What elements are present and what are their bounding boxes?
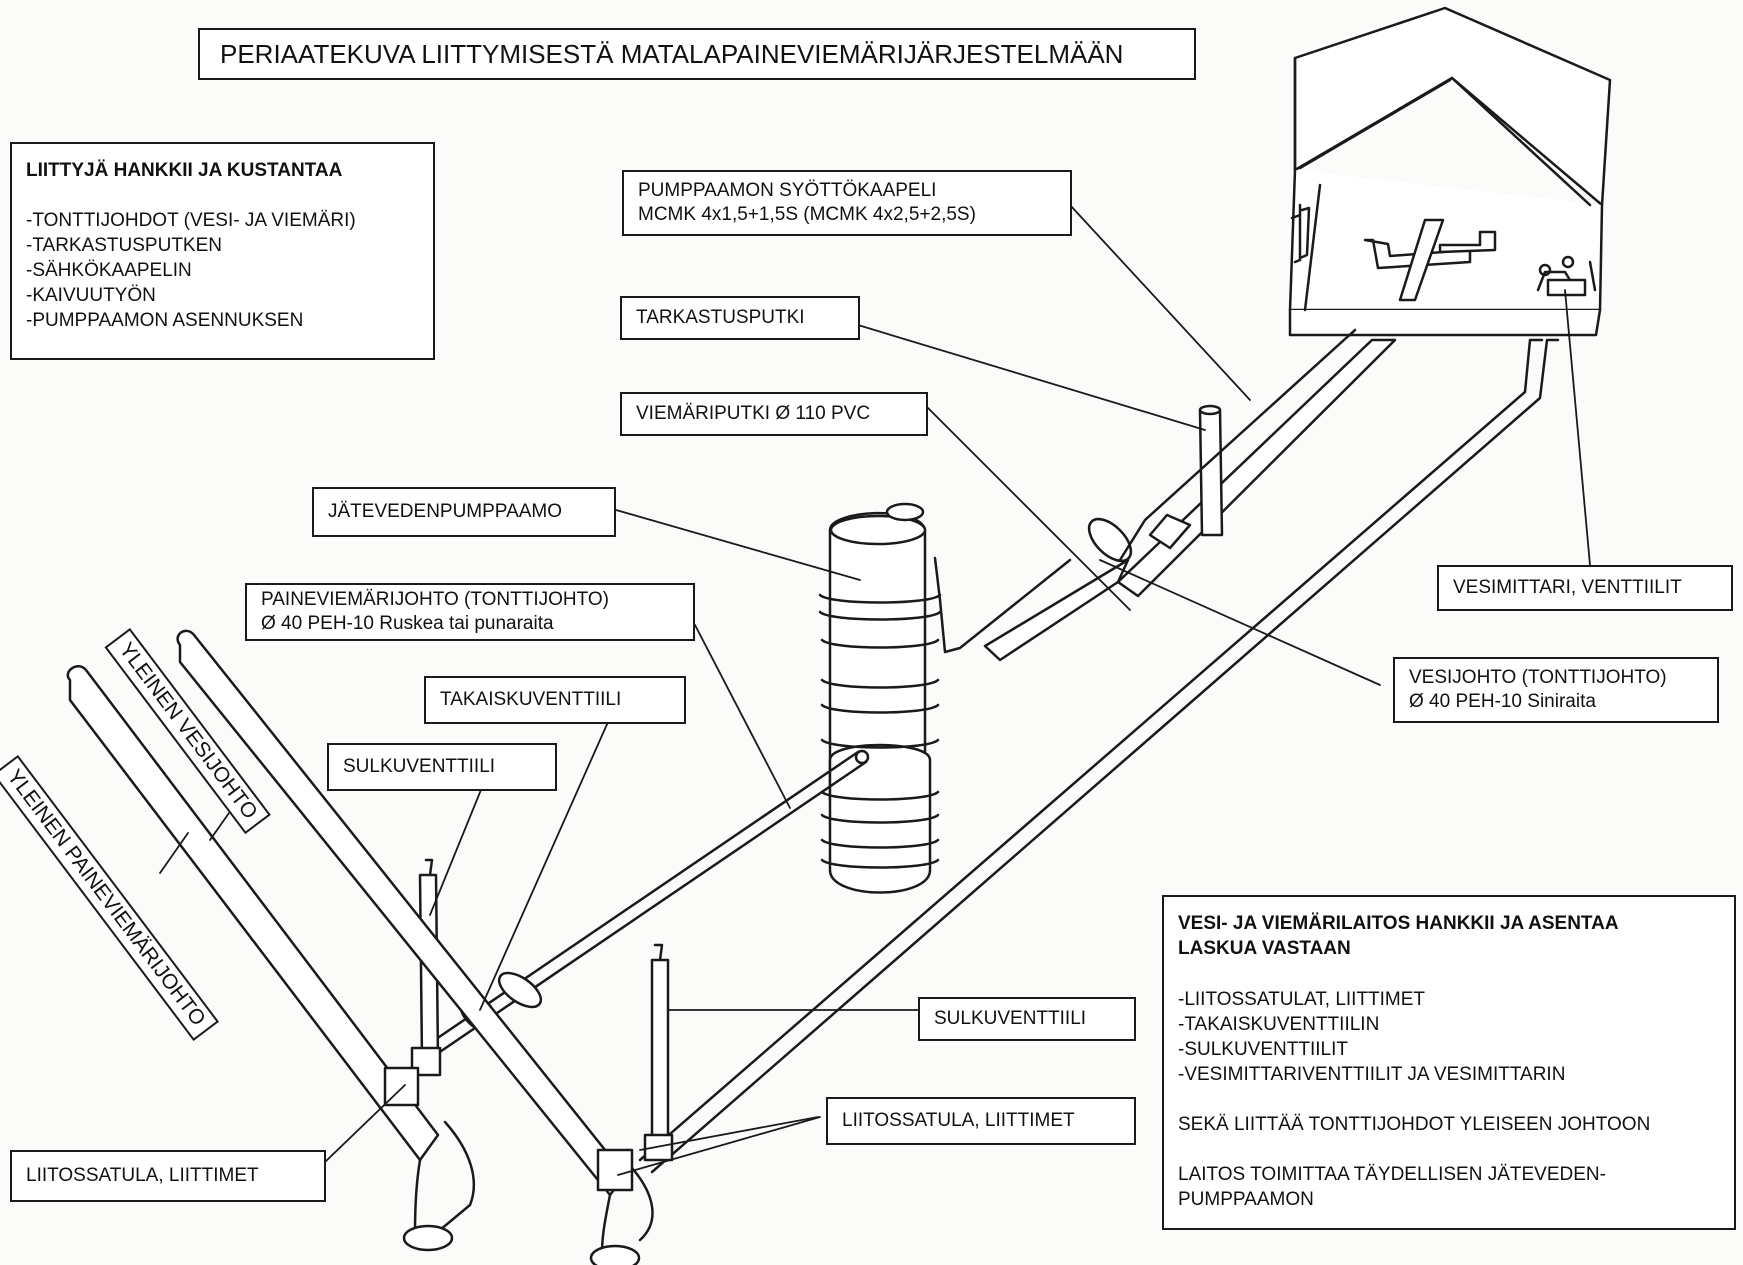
- customer-item: -SÄHKÖKAAPELIN: [26, 260, 192, 281]
- customer-item: -TARKASTUSPUTKEN: [26, 235, 223, 256]
- saddle-label-text: LIITOSSATULA, LIITTIMET: [842, 1110, 1075, 1131]
- feed-cable-label-line: PUMPPAAMON SYÖTTÖKAAPELI: [638, 180, 937, 201]
- label-check-valve: TAKAISKUVENTTIILI: [424, 676, 686, 724]
- utility-item: -SULKUVENTTIILIT: [1178, 1039, 1348, 1060]
- customer-box-heading: LIITTYJÄ HANKKII JA KUSTANTAA: [26, 160, 343, 181]
- label-pressure-service-line: PAINEVIEMÄRIJOHTO (TONTTIJOHTO) Ø 40 PEH…: [245, 583, 695, 641]
- utility-pump-note-line: LAITOS TOIMITTAA TÄYDELLISEN JÄTEVEDEN-: [1178, 1164, 1606, 1185]
- saddle-label-text: LIITOSSATULA, LIITTIMET: [26, 1165, 259, 1186]
- customer-item: -TONTTIJOHDOT (VESI- JA VIEMÄRI): [26, 210, 356, 231]
- public-water-main-drawing: [176, 629, 654, 1265]
- right-shutoff-valve-drawing: [643, 943, 674, 1162]
- utility-item: -LIITOSSATULAT, LIITTIMET: [1178, 989, 1426, 1010]
- feed-cable-drawing: [933, 328, 1357, 654]
- customer-item: -KAIVUUTYÖN: [26, 285, 156, 306]
- sewer-pipe-drawing: [983, 338, 1397, 662]
- pump-station-drawing: [818, 502, 942, 894]
- leader-lines: [159, 204, 1591, 1176]
- utility-box-heading: VESI- JA VIEMÄRILAITOS HANKKII JA ASENTA…: [1178, 911, 1720, 961]
- check-valve-label-text: TAKAISKUVENTTIILI: [440, 689, 622, 710]
- shutoff-valve-label-text: SULKUVENTTIILI: [934, 1008, 1087, 1029]
- label-pump-station: JÄTEVEDENPUMPPAAMO: [312, 487, 616, 537]
- water-line-label-line: Ø 40 PEH-10 Siniraita: [1409, 691, 1596, 712]
- label-inspection-pipe: TARKASTUSPUTKI: [620, 296, 860, 340]
- title-text: PERIAATEKUVA LIITTYMISESTÄ MATALAPAINEVI…: [220, 39, 1124, 69]
- water-line-drawing: [638, 338, 1560, 1174]
- sewer-pipe-label-text: VIEMÄRIPUTKI Ø 110 PVC: [636, 403, 871, 424]
- utility-item: -VESIMITTARIVENTTIILIT JA VESIMITTARIN: [1178, 1064, 1566, 1085]
- label-saddle-right: LIITOSSATULA, LIITTIMET: [826, 1097, 1136, 1145]
- label-saddle-left: LIITOSSATULA, LIITTIMET: [10, 1150, 326, 1202]
- house: [1288, 6, 1612, 337]
- diagram-title: PERIAATEKUVA LIITTYMISESTÄ MATALAPAINEVI…: [198, 28, 1196, 80]
- utility-connection-note: SEKÄ LIITTÄÄ TONTTIJOHDOT YLEISEEN JOHTO…: [1178, 1114, 1651, 1135]
- label-water-service-line: VESIJOHTO (TONTTIJOHTO) Ø 40 PEH-10 Sini…: [1393, 657, 1719, 723]
- customer-responsibility-box: LIITTYJÄ HANKKII JA KUSTANTAA -TONTTIJOH…: [10, 142, 435, 360]
- inspection-pipe-drawing: [1198, 404, 1224, 537]
- water-meter-label-text: VESIMITTARI, VENTTIILIT: [1453, 577, 1682, 598]
- utility-item: -TAKAISKUVENTTIILIN: [1178, 1014, 1380, 1035]
- label-water-meter: VESIMITTARI, VENTTIILIT: [1437, 565, 1733, 611]
- water-line-label-line: VESIJOHTO (TONTTIJOHTO): [1409, 667, 1667, 688]
- label-shutoff-valve-right: SULKUVENTTIILI: [918, 997, 1136, 1041]
- pump-station-label-text: JÄTEVEDENPUMPPAAMO: [328, 501, 563, 522]
- shutoff-valve-label-text: SULKUVENTTIILI: [343, 756, 496, 777]
- pressure-line-label-line: PAINEVIEMÄRIJOHTO (TONTTIJOHTO): [261, 589, 610, 610]
- utility-heading-line: LASKUA VASTAAN: [1178, 938, 1351, 959]
- label-sewer-pipe: VIEMÄRIPUTKI Ø 110 PVC: [620, 392, 928, 436]
- utility-responsibility-box: VESI- JA VIEMÄRILAITOS HANKKII JA ASENTA…: [1162, 895, 1736, 1230]
- inspection-pipe-label-text: TARKASTUSPUTKI: [636, 307, 805, 328]
- feed-cable-label-line: MCMK 4x1,5+1,5S (MCMK 4x2,5+2,5S): [638, 204, 976, 225]
- pressure-line-label-line: Ø 40 PEH-10 Ruskea tai punaraita: [261, 613, 554, 634]
- utility-pump-note-line: PUMPPAAMON: [1178, 1189, 1314, 1210]
- utility-heading-line: VESI- JA VIEMÄRILAITOS HANKKII JA ASENTA…: [1178, 913, 1619, 934]
- public-pressure-sewer-drawing: [66, 664, 475, 1252]
- utility-pump-note: LAITOS TOIMITTAA TÄYDELLISEN JÄTEVEDEN- …: [1178, 1162, 1720, 1212]
- customer-item: -PUMPPAAMON ASENNUKSEN: [26, 310, 304, 331]
- indoor-plumbing: [1363, 218, 1597, 302]
- label-shutoff-valve-left: SULKUVENTTIILI: [327, 743, 557, 791]
- label-feed-cable: PUMPPAAMON SYÖTTÖKAAPELI MCMK 4x1,5+1,5S…: [622, 170, 1072, 236]
